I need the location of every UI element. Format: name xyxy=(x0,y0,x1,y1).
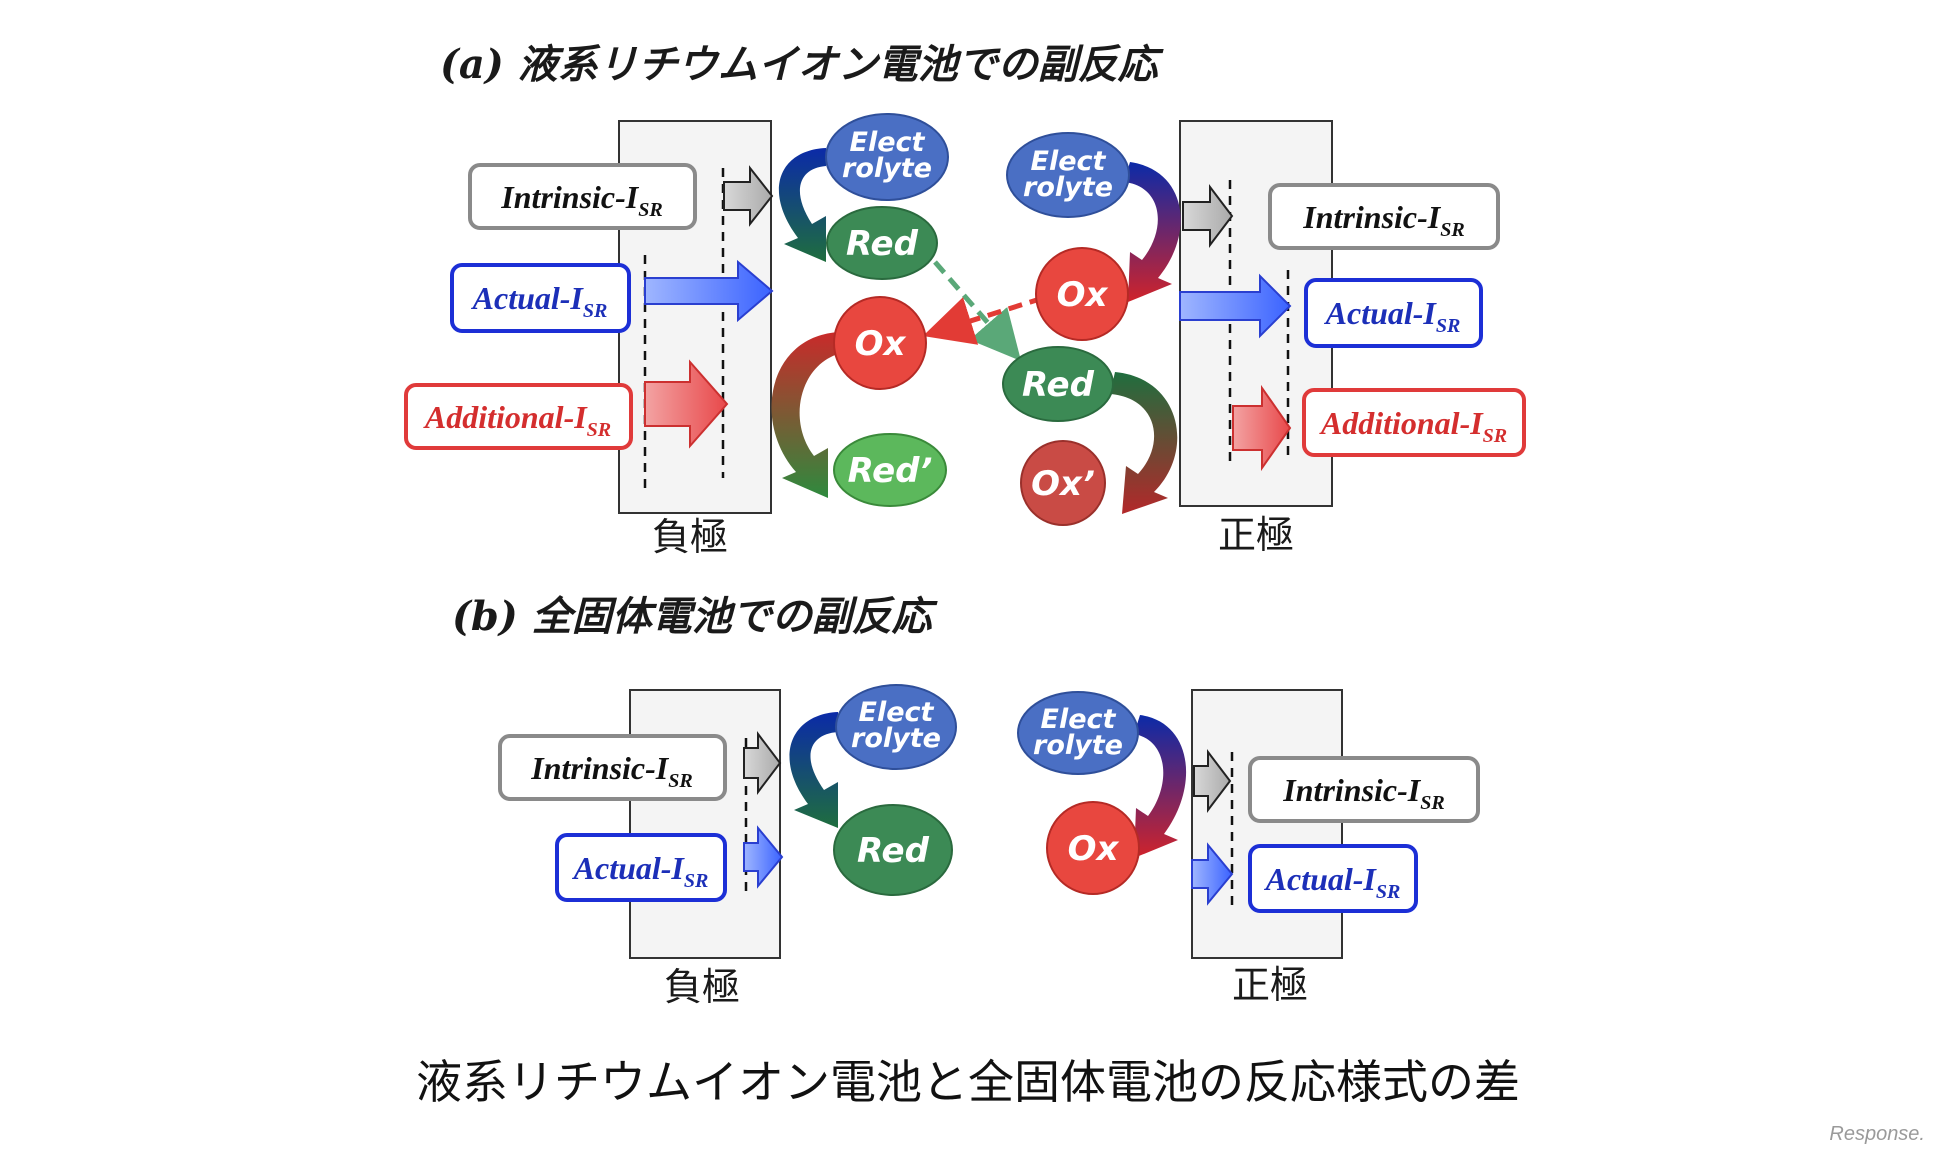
isr-subscript: SR xyxy=(587,419,611,441)
negative-electrode-b xyxy=(629,689,781,959)
svg-text:Actual-ISR: Actual-ISR xyxy=(1264,861,1401,903)
svg-text:Actual-ISR: Actual-ISR xyxy=(572,850,709,892)
svg-text:Ox: Ox xyxy=(1068,829,1120,869)
svg-text:Red: Red xyxy=(846,224,919,264)
negative-electrode-label: 負極 xyxy=(652,515,728,559)
positive-electrode-b xyxy=(1191,689,1343,959)
intrinsic-isr-box-left: Intrinsic-ISR xyxy=(498,734,727,801)
figure-caption: 液系リチウムイオン電池と全固体電池の反応様式の差 xyxy=(416,1055,1520,1109)
intrinsic-label: Intrinsic-I xyxy=(1282,772,1421,808)
intrinsic-label: Intrinsic-I xyxy=(500,179,639,215)
isr-subscript: SR xyxy=(1376,881,1400,903)
actual-arrow xyxy=(1179,273,1292,339)
ox-node: Ox xyxy=(1046,801,1140,895)
red-node: Red xyxy=(826,206,938,280)
intrinsic-arrow xyxy=(1193,749,1232,813)
actual-isr-box-left: Actual-ISR xyxy=(450,263,631,333)
intrinsic-arrow xyxy=(723,165,774,227)
curved-arrow-electrolyte-to-red xyxy=(778,148,826,262)
intrinsic-isr-box-right: Intrinsic-ISR xyxy=(1268,183,1500,250)
svg-text:Elect: Elect xyxy=(859,697,935,728)
isr-subscript: SR xyxy=(1420,792,1444,814)
additional-label: Additional-I xyxy=(423,399,588,435)
curved-arrow-electrolyte-to-ox xyxy=(1134,715,1187,858)
svg-text:Elect: Elect xyxy=(850,127,926,158)
ox-prime-node: Ox’ xyxy=(1020,440,1106,526)
actual-label: Actual-I xyxy=(1264,861,1378,897)
isr-subscript: SR xyxy=(583,300,607,322)
actual-arrow xyxy=(644,259,774,323)
svg-text:Elect: Elect xyxy=(1031,146,1107,177)
intrinsic-label: Intrinsic-I xyxy=(1302,199,1441,235)
electrolyte-node: Elect rolyte xyxy=(1017,691,1139,775)
curved-arrow-ox-to-red-prime xyxy=(771,331,846,498)
negative-electrode-label: 負極 xyxy=(664,965,740,1009)
actual-label: Actual-I xyxy=(471,280,585,316)
svg-text:Additional-ISR: Additional-ISR xyxy=(423,399,611,441)
svg-text:Intrinsic-ISR: Intrinsic-ISR xyxy=(530,750,692,792)
svg-text:rolyte: rolyte xyxy=(842,153,932,184)
isr-subscript: SR xyxy=(1436,315,1460,337)
svg-text:Intrinsic-ISR: Intrinsic-ISR xyxy=(500,179,662,221)
svg-text:Ox: Ox xyxy=(1057,275,1109,315)
electrolyte-node: Elect rolyte xyxy=(1006,132,1130,218)
svg-text:Ox: Ox xyxy=(855,324,907,364)
svg-text:Elect: Elect xyxy=(1041,704,1117,735)
svg-text:Actual-ISR: Actual-ISR xyxy=(1324,295,1461,337)
actual-arrow xyxy=(1191,842,1234,906)
dashed-arrow-ox-to-ox xyxy=(922,295,1044,345)
svg-text:Intrinsic-ISR: Intrinsic-ISR xyxy=(1302,199,1464,241)
svg-text:rolyte: rolyte xyxy=(851,723,941,754)
svg-text:Red’: Red’ xyxy=(848,451,933,491)
intrinsic-arrow xyxy=(1182,184,1234,248)
svg-text:rolyte: rolyte xyxy=(1033,730,1123,761)
positive-electrode-label: 正極 xyxy=(1232,963,1308,1007)
actual-isr-box-right: Actual-ISR xyxy=(1248,844,1418,913)
svg-text:Actual-ISR: Actual-ISR xyxy=(471,280,608,322)
electrolyte-node: Elect rolyte xyxy=(835,684,957,770)
ox-node: Ox xyxy=(1035,247,1129,341)
red-node: Red xyxy=(833,804,953,896)
red-prime-node: Red’ xyxy=(833,433,947,507)
positive-electrode-label: 正極 xyxy=(1218,513,1294,557)
actual-label: Actual-I xyxy=(1324,295,1438,331)
intrinsic-isr-box-right: Intrinsic-ISR xyxy=(1248,756,1480,823)
section-a-title: (a) 液系リチウムイオン電池での副反応 xyxy=(440,41,1164,88)
intrinsic-label: Intrinsic-I xyxy=(530,750,669,786)
additional-arrow xyxy=(644,359,729,449)
additional-arrow xyxy=(1232,384,1292,472)
additional-label: Additional-I xyxy=(1319,405,1484,441)
additional-isr-box-left: Additional-ISR xyxy=(404,383,633,450)
svg-text:Intrinsic-ISR: Intrinsic-ISR xyxy=(1282,772,1444,814)
curved-arrow-electrolyte-to-ox xyxy=(1124,162,1181,302)
dashed-arrow-red-to-red xyxy=(933,260,1022,362)
intrinsic-arrow xyxy=(743,731,782,795)
ox-node: Ox xyxy=(833,296,927,390)
isr-subscript: SR xyxy=(1440,219,1464,241)
actual-arrow xyxy=(743,825,784,889)
watermark-logo: Response. xyxy=(1829,1123,1925,1145)
intrinsic-isr-box-left: Intrinsic-ISR xyxy=(468,163,697,230)
svg-text:Ox’: Ox’ xyxy=(1031,464,1095,504)
svg-text:rolyte: rolyte xyxy=(1023,172,1113,203)
actual-isr-box-right: Actual-ISR xyxy=(1304,278,1483,348)
isr-subscript: SR xyxy=(684,870,708,892)
curved-arrow-red-to-ox-prime xyxy=(1110,372,1178,514)
curved-arrow-electrolyte-to-red xyxy=(789,712,838,828)
svg-text:Red: Red xyxy=(1022,365,1095,405)
actual-label: Actual-I xyxy=(572,850,686,886)
svg-text:Additional-ISR: Additional-ISR xyxy=(1319,405,1507,447)
isr-subscript: SR xyxy=(1483,425,1507,447)
isr-subscript: SR xyxy=(638,199,662,221)
red-node: Red xyxy=(1002,346,1114,422)
actual-isr-box-left: Actual-ISR xyxy=(555,833,727,902)
section-b-title: (b) 全固体電池での副反応 xyxy=(452,593,938,640)
additional-isr-box-right: Additional-ISR xyxy=(1302,388,1526,457)
electrolyte-node: Elect rolyte xyxy=(825,113,949,201)
isr-subscript: SR xyxy=(668,770,692,792)
svg-text:Red: Red xyxy=(857,831,930,871)
